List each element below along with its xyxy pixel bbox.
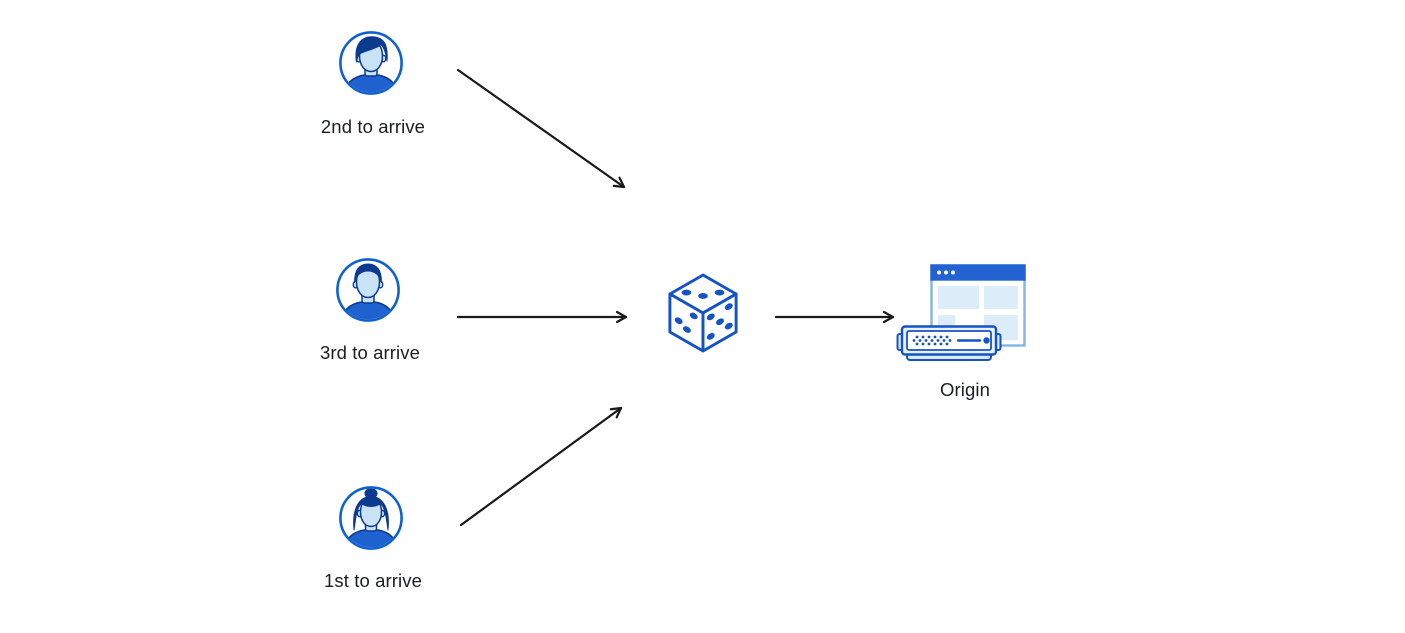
arrow-user-first-to-dice bbox=[459, 406, 623, 527]
label-origin: Origin bbox=[940, 379, 990, 400]
avatar-user-second-icon bbox=[338, 30, 404, 96]
origin-server-icon bbox=[896, 324, 1002, 364]
server-dot-grid bbox=[912, 335, 952, 346]
label-user-first: 1st to arrive bbox=[324, 570, 422, 591]
arrow-user-second-to-dice bbox=[456, 68, 626, 189]
avatar-user-first-icon bbox=[338, 485, 404, 551]
avatar-user-third-icon bbox=[335, 257, 401, 323]
label-user-second: 2nd to arrive bbox=[320, 116, 426, 137]
label-user-third: 3rd to arrive bbox=[319, 342, 420, 363]
dice-icon bbox=[666, 272, 740, 354]
